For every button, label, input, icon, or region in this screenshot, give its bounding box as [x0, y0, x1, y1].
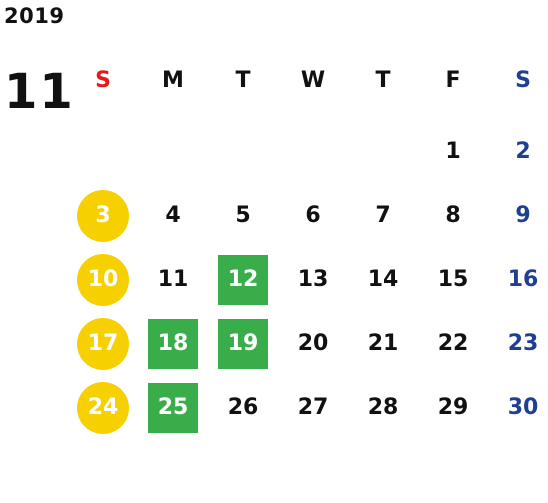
day-number: 11 — [157, 267, 189, 292]
day-cell-1[interactable]: 1 — [418, 120, 488, 184]
day-cell-21[interactable]: 21 — [348, 312, 418, 376]
day-cell-10[interactable]: 10 — [68, 248, 138, 312]
day-cell-12[interactable]: 12 — [208, 248, 278, 312]
day-number: 29 — [437, 395, 469, 420]
day-number: 25 — [148, 383, 198, 433]
day-number: 17 — [77, 318, 129, 370]
day-number: 12 — [218, 255, 268, 305]
day-cell-14[interactable]: 14 — [348, 248, 418, 312]
day-cell-2[interactable]: 2 — [488, 120, 548, 184]
year-label: 2019 — [4, 4, 65, 28]
day-number: 19 — [218, 319, 268, 369]
day-number: 16 — [507, 267, 539, 292]
day-number: 26 — [227, 395, 259, 420]
weekday-header-sat: S — [515, 68, 531, 93]
day-number: 2 — [515, 139, 531, 164]
day-cell-28[interactable]: 28 — [348, 376, 418, 440]
day-number: 5 — [235, 203, 251, 228]
day-cell-24[interactable]: 24 — [68, 376, 138, 440]
day-cell-19[interactable]: 19 — [208, 312, 278, 376]
day-number: 18 — [148, 319, 198, 369]
day-cell-8[interactable]: 8 — [418, 184, 488, 248]
day-number: 15 — [437, 267, 469, 292]
day-number: 24 — [77, 382, 129, 434]
day-cell-13[interactable]: 13 — [278, 248, 348, 312]
day-cell-11[interactable]: 11 — [138, 248, 208, 312]
day-number: 8 — [445, 203, 461, 228]
day-cell-23[interactable]: 23 — [488, 312, 548, 376]
day-number: 9 — [515, 203, 531, 228]
day-number: 13 — [297, 267, 329, 292]
day-cell-15[interactable]: 15 — [418, 248, 488, 312]
day-number: 1 — [445, 139, 461, 164]
day-number: 10 — [77, 254, 129, 306]
day-number: 28 — [367, 395, 399, 420]
day-number: 6 — [305, 203, 321, 228]
day-number: 20 — [297, 331, 329, 356]
day-cell-5[interactable]: 5 — [208, 184, 278, 248]
weekday-header-tue: T — [235, 68, 251, 93]
month-number: 11 — [4, 64, 75, 120]
weekday-header-wed: W — [300, 68, 326, 93]
weekday-header-thu: T — [375, 68, 391, 93]
day-number: 30 — [507, 395, 539, 420]
day-cell-22[interactable]: 22 — [418, 312, 488, 376]
day-cell-30[interactable]: 30 — [488, 376, 548, 440]
day-cell-7[interactable]: 7 — [348, 184, 418, 248]
day-cell-26[interactable]: 26 — [208, 376, 278, 440]
day-number: 3 — [77, 190, 129, 242]
day-number: 27 — [297, 395, 329, 420]
day-cell-6[interactable]: 6 — [278, 184, 348, 248]
day-cell-20[interactable]: 20 — [278, 312, 348, 376]
day-cell-9[interactable]: 9 — [488, 184, 548, 248]
day-cell-3[interactable]: 3 — [68, 184, 138, 248]
day-cell-27[interactable]: 27 — [278, 376, 348, 440]
day-number: 21 — [367, 331, 399, 356]
day-cell-16[interactable]: 16 — [488, 248, 548, 312]
day-cell-25[interactable]: 25 — [138, 376, 208, 440]
day-number: 22 — [437, 331, 469, 356]
day-cell-29[interactable]: 29 — [418, 376, 488, 440]
weekday-header-fri: F — [445, 68, 461, 93]
day-cell-18[interactable]: 18 — [138, 312, 208, 376]
day-number: 7 — [375, 203, 391, 228]
day-number: 4 — [165, 203, 181, 228]
day-cell-17[interactable]: 17 — [68, 312, 138, 376]
day-number: 14 — [367, 267, 399, 292]
weekday-header-mon: M — [162, 68, 184, 93]
weekday-header-sun: S — [95, 68, 111, 93]
day-number: 23 — [507, 331, 539, 356]
day-cell-4[interactable]: 4 — [138, 184, 208, 248]
